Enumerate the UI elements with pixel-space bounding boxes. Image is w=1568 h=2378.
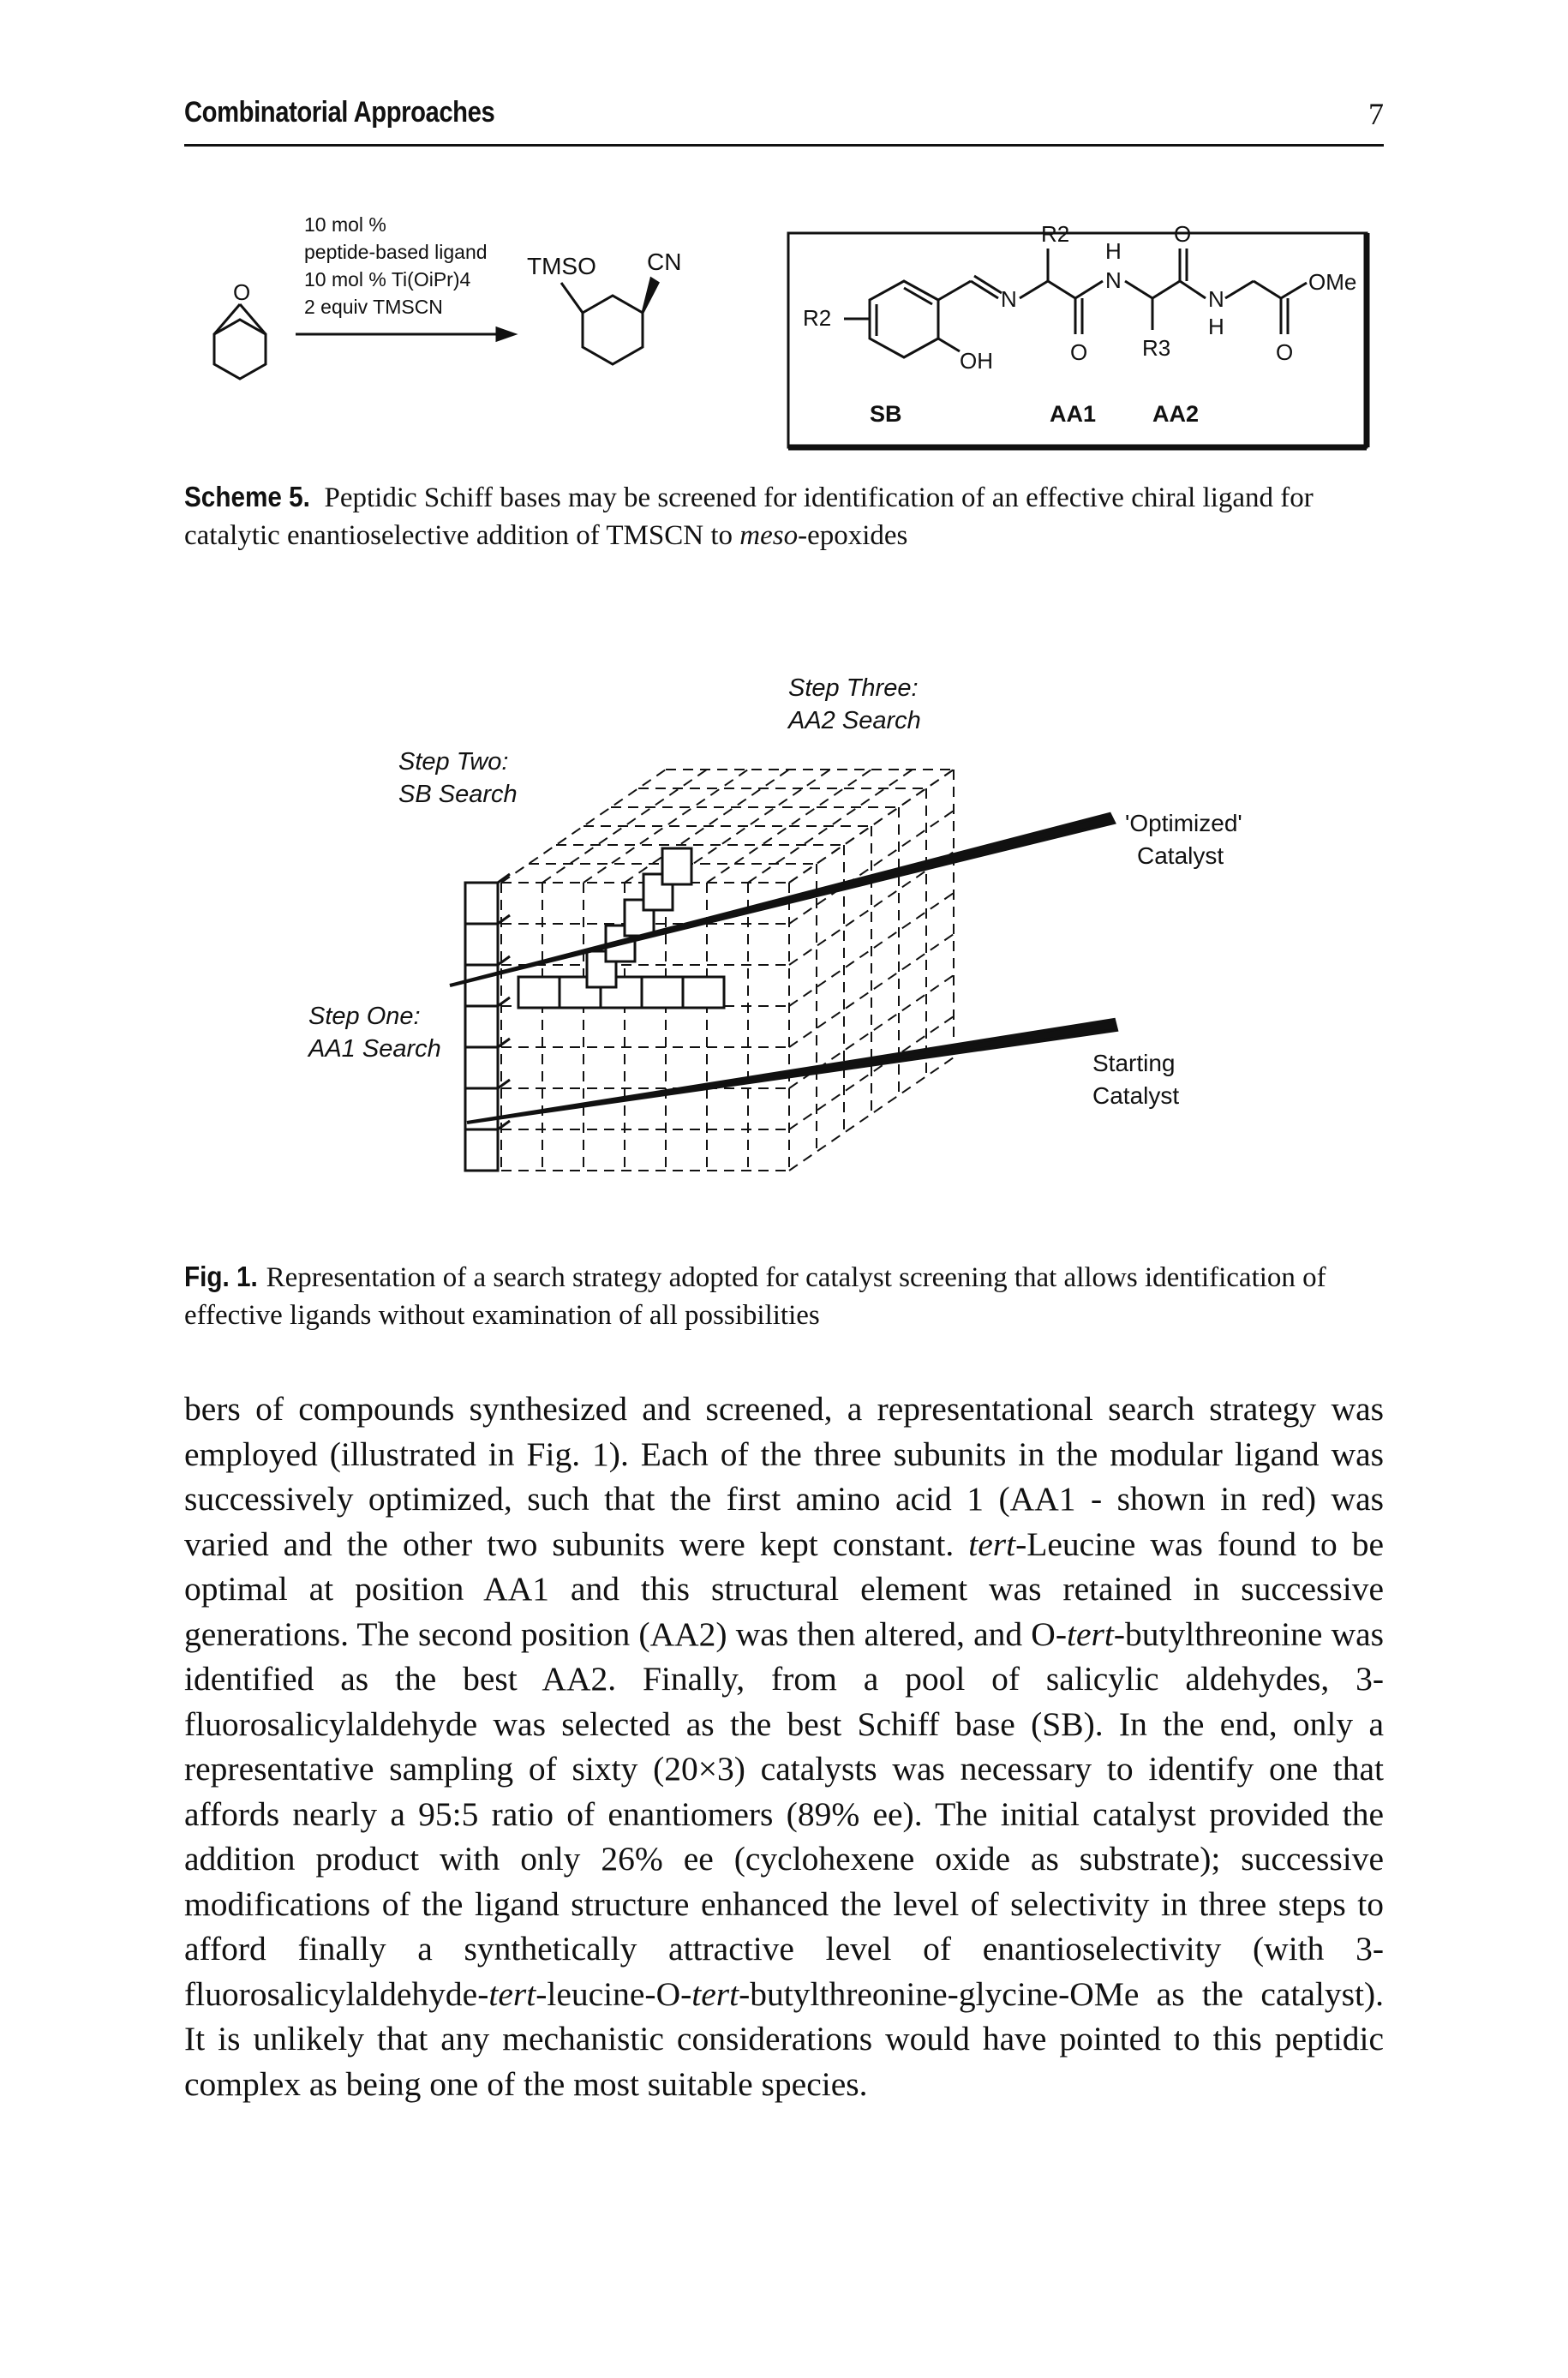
fig1-caption-text: Representation of a search strategy adop…	[184, 1262, 1326, 1331]
aa1-column-edge	[497, 913, 511, 925]
aa1-column-edge	[497, 1119, 511, 1131]
body-seg-6: tert	[488, 1974, 536, 2013]
aa2-stack-cell	[623, 898, 655, 937]
step-three-line-1: Step Three:	[788, 674, 919, 702]
body-seg-2: tert	[968, 1524, 1016, 1563]
step-two-line-1: Step Two:	[398, 748, 508, 776]
optimized-label-2: Catalyst	[1137, 842, 1224, 869]
ligand-structure	[844, 249, 1308, 359]
aa1-column-edge	[497, 1078, 511, 1090]
optimized-label-1: 'Optimized'	[1125, 810, 1242, 836]
aa1-column-cell	[464, 963, 500, 1008]
tmso-label: TMSO	[527, 253, 596, 279]
cyclohexene-oxide-structure	[212, 303, 267, 380]
reaction-arrow	[296, 326, 518, 343]
aa2-stack-cell	[661, 847, 693, 886]
starting-label-1: Starting	[1092, 1050, 1176, 1076]
aa1-column-cell	[464, 1045, 500, 1090]
optimized-pointer	[449, 812, 1116, 987]
figure-1-caption: Fig. 1. Representation of a search strat…	[184, 1258, 1384, 1334]
condition-line-4: 2 equiv TMSCN	[304, 296, 443, 318]
header-title: Combinatorial Approaches	[184, 96, 495, 129]
ligand-o-bottom2: O	[1276, 339, 1293, 365]
body-seg-3: -Leucine was found to be optimal at posi…	[184, 1524, 1384, 1653]
step-three-line-2: AA2 Search	[787, 707, 921, 734]
fig1-caption-label: Fig. 1.	[184, 1261, 258, 1292]
ligand-n1: N	[1001, 286, 1017, 312]
body-seg-1: bers of compounds synthesized and screen…	[184, 1390, 1384, 1563]
body-seg-5: -butylthreonine was identified as the be…	[184, 1614, 1385, 2013]
scheme-caption-italic: meso	[739, 520, 799, 551]
running-header: Combinatorial Approaches 7	[184, 96, 1384, 139]
epoxide-o-label: O	[233, 279, 250, 305]
condition-line-1: 10 mol %	[304, 213, 386, 236]
body-paragraph: bers of compounds synthesized and screen…	[184, 1387, 1384, 2106]
body-seg-8: tert	[691, 1974, 739, 2013]
ligand-o-top: O	[1174, 221, 1191, 247]
body-seg-4: tert	[1067, 1614, 1114, 1653]
aa1-column-edge	[497, 1037, 511, 1049]
cn-label: CN	[647, 249, 681, 275]
aa1-column-cell	[464, 881, 500, 925]
step-one-line-2: AA1 Search	[307, 1035, 441, 1063]
step-one-line-1: Step One:	[308, 1003, 421, 1030]
aa1-column-cell	[464, 922, 500, 967]
ligand-oh: OH	[960, 348, 993, 374]
starting-pointer	[466, 1017, 1119, 1124]
sb-row-cell	[681, 975, 726, 1009]
sb-row-cell	[640, 975, 685, 1009]
ligand-ome: OMe	[1308, 269, 1356, 295]
condition-line-3: 10 mol % Ti(OiPr)4	[304, 268, 470, 291]
aa1-column-edge	[497, 996, 511, 1008]
condition-line-2: peptide-based ligand	[304, 241, 488, 263]
scheme-caption-text: Peptidic Schiff bases may be screened fo…	[184, 482, 1314, 551]
segment-aa1: AA1	[1050, 401, 1096, 427]
aa1-column-cell	[464, 1004, 500, 1049]
starting-label-2: Catalyst	[1092, 1082, 1179, 1109]
ligand-r3: R3	[1142, 335, 1170, 361]
figure-1-search-cube: Step Three: AA2 Search Step Two: SB Sear…	[307, 674, 1242, 1172]
ligand-box	[787, 231, 1370, 451]
step-two-line-2: SB Search	[398, 781, 518, 808]
page-number: 7	[1368, 97, 1384, 131]
segment-sb: SB	[870, 401, 902, 427]
sb-row-cell	[517, 975, 561, 1009]
aa1-column-cell	[464, 1128, 500, 1172]
ligand-o-bottom1: O	[1070, 339, 1087, 365]
aa1-column-edge	[497, 955, 511, 967]
scheme-5-caption: Scheme 5. Peptidic Schiff bases may be s…	[184, 478, 1384, 554]
ligand-r2-top: R2	[1041, 221, 1069, 247]
body-seg-9: -butylthreonine-glycine-OMe as the catal…	[184, 1974, 1384, 2103]
aa1-column-edge	[497, 872, 511, 884]
body-seg-7: -leucine-O-	[536, 1974, 692, 2013]
ligand-h-bottom: H	[1208, 314, 1224, 339]
scheme-5-figure: O 10 mol % peptide-based ligand 10 mol %…	[212, 213, 1370, 451]
ligand-nh-n: N	[1105, 267, 1122, 293]
cube-grid-lines	[500, 769, 955, 1171]
segment-aa2: AA2	[1152, 401, 1199, 427]
header-rule	[184, 144, 1384, 147]
cube-highlighted-cells	[464, 847, 726, 1172]
scheme-caption-tail: -epoxides	[798, 520, 908, 551]
ligand-nh-h: H	[1105, 238, 1122, 264]
pointer-lines	[449, 812, 1119, 1124]
ligand-n-bottom: N	[1208, 286, 1224, 312]
ligand-r2-left: R2	[803, 305, 831, 331]
product-cyclohexane-structure	[560, 276, 660, 366]
scheme-caption-label: Scheme 5.	[184, 481, 310, 512]
